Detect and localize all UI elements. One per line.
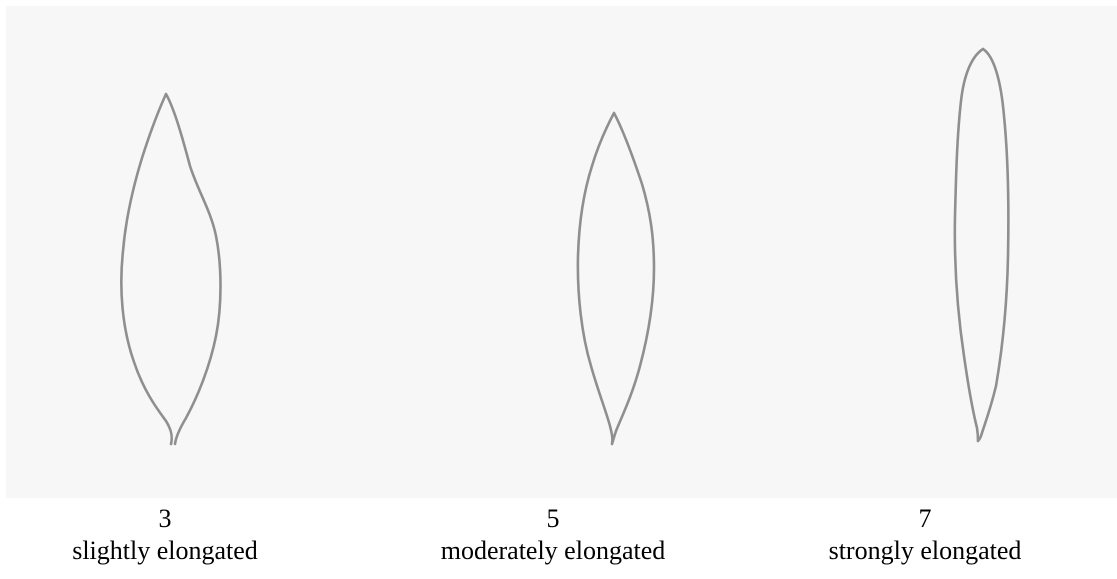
leaf-outline-strongly-elongated (953, 47, 1010, 443)
caption-moderately-elongated: 5 moderately elongated (393, 503, 713, 567)
score-label: 7 (918, 504, 932, 533)
leaf-outlines-figure (120, 47, 1010, 446)
caption-strongly-elongated: 7 strongly elongated (765, 503, 1085, 567)
shape-description: slightly elongated (72, 536, 258, 565)
leaf-shape-panel (6, 6, 1117, 498)
shape-description: moderately elongated (440, 536, 666, 565)
score-label: 3 (158, 504, 172, 533)
shape-description: strongly elongated (828, 536, 1022, 565)
leaf-outline-slightly-elongated (120, 92, 222, 446)
score-label: 5 (546, 504, 560, 533)
leaf-outline-moderately-elongated (576, 111, 656, 446)
caption-slightly-elongated: 3 slightly elongated (5, 503, 325, 567)
